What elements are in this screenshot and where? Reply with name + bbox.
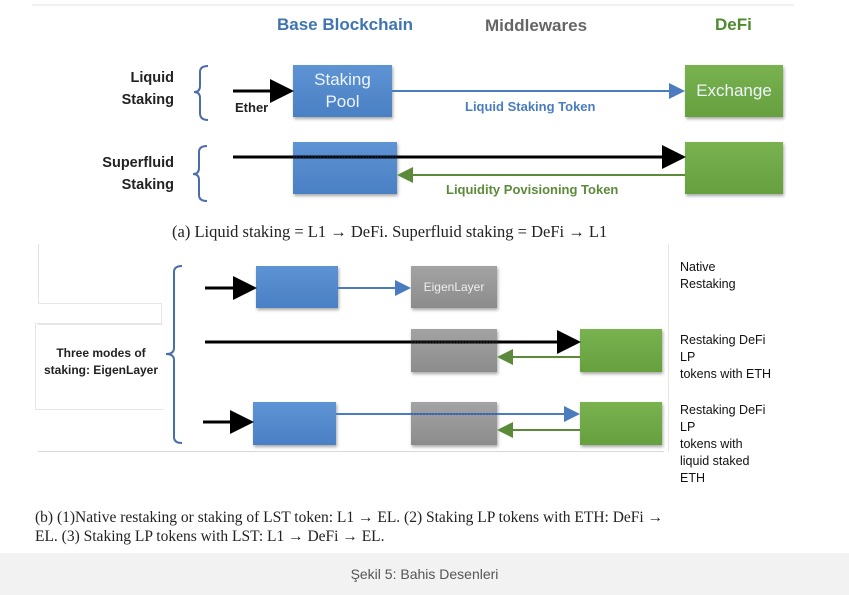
brace-three-modes bbox=[165, 265, 183, 444]
label-three-modes: Three modes of staking: EigenLayer bbox=[43, 346, 159, 377]
brace-liquid bbox=[193, 65, 209, 121]
mode3-defi-box bbox=[580, 402, 662, 445]
caption-b-line1: (b) (1)Native restaking or staking of LS… bbox=[35, 509, 664, 526]
figure-caption-bar: Şekil 5: Bahis Desenleri bbox=[0, 553, 849, 595]
label-liquid-staking: Liquid Staking bbox=[121, 70, 174, 108]
frame-bottom bbox=[38, 451, 664, 452]
frame-notch bbox=[38, 303, 162, 325]
brace-superfluid bbox=[192, 145, 208, 202]
mode3-base-box bbox=[253, 402, 336, 445]
label-ether: Ether bbox=[235, 100, 269, 115]
top-divider bbox=[32, 4, 794, 6]
frame-right bbox=[668, 244, 669, 452]
label-native-restaking: Native Restaking bbox=[680, 260, 736, 291]
exchange-box: Exchange bbox=[685, 65, 783, 117]
figure-caption: Şekil 5: Bahis Desenleri bbox=[350, 566, 499, 582]
staking-pool-box: Staking Pool bbox=[293, 65, 392, 117]
header-defi: DeFi bbox=[715, 15, 752, 34]
label-liquid-staking-token: Liquid Staking Token bbox=[465, 99, 596, 114]
label-restaking-defi-lst: Restaking DeFi LP tokens with liquid sta… bbox=[680, 403, 766, 485]
caption-a: (a) Liquid staking = L1 → DeFi. Superflu… bbox=[172, 222, 608, 241]
caption-b-line2: EL. (3) Staking LP tokens with LST: L1 →… bbox=[35, 528, 385, 545]
frame-line bbox=[38, 244, 39, 303]
mode1-base-box bbox=[256, 266, 338, 308]
superfluid-defi-box bbox=[685, 142, 783, 194]
mode2-eigenlayer-box bbox=[411, 329, 497, 372]
mode3-eigenlayer-box bbox=[411, 402, 497, 445]
group-label-box bbox=[35, 323, 163, 410]
label-restaking-defi-eth: Restaking DeFi LP tokens with ETH bbox=[680, 333, 772, 381]
label-superfluid-staking: Superfluid Staking bbox=[102, 155, 174, 193]
header-base-blockchain: Base Blockchain bbox=[277, 15, 414, 34]
label-liquidity-provisioning-token: Liquidity Povisioning Token bbox=[446, 182, 619, 197]
superfluid-base-box bbox=[293, 142, 397, 194]
mode2-defi-box bbox=[580, 329, 662, 372]
header-middlewares: Middlewares bbox=[485, 16, 588, 35]
eigenlayer-box: EigenLayer bbox=[411, 266, 497, 308]
